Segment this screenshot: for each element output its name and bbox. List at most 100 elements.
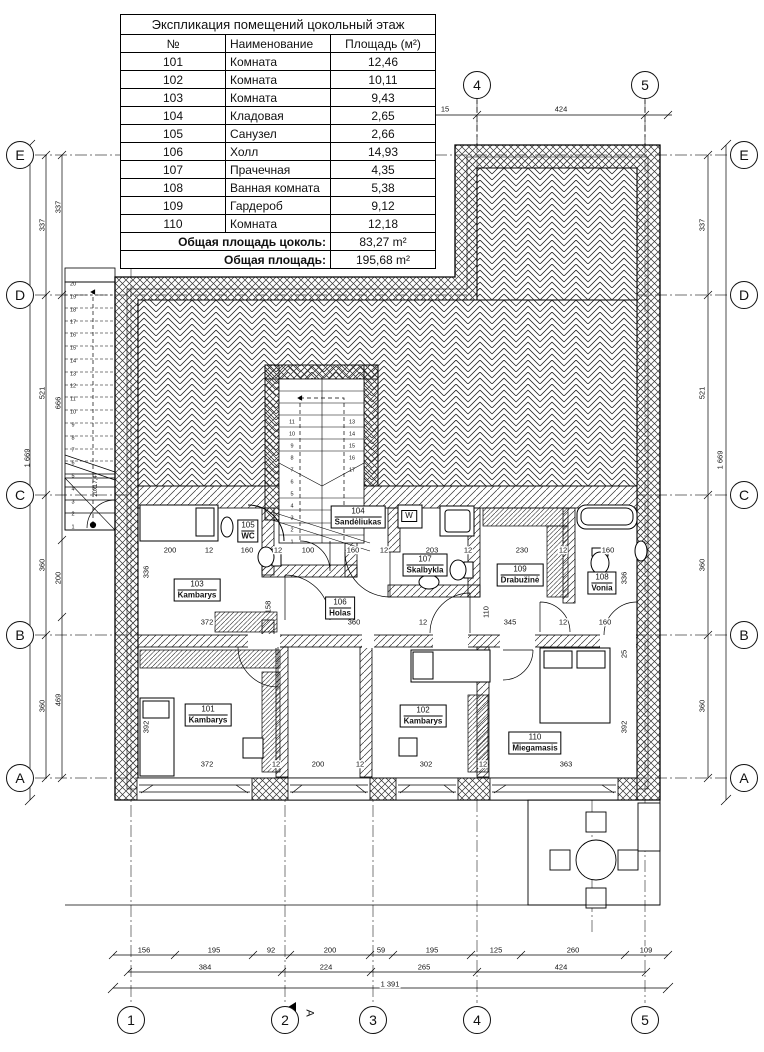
stair-step-interior_left: 7 xyxy=(290,467,294,474)
axis-marker-right-E: E xyxy=(730,141,758,169)
room-name: Санузел xyxy=(225,124,331,143)
stair-step-interior_left: 9 xyxy=(290,443,294,450)
table-row: 107 Прачечная 4,35 xyxy=(120,160,436,179)
dimension-label: 12 xyxy=(354,759,366,769)
dimension-label: 1 391 xyxy=(379,979,401,989)
axis-marker-bottom-1: 1 xyxy=(117,1006,145,1034)
axis-marker-right-A: A xyxy=(730,764,758,792)
dimension-label: 345 xyxy=(502,617,518,627)
dimension-label: 392 xyxy=(619,720,629,734)
room-label-number: 108 xyxy=(591,573,613,584)
wardrobes xyxy=(139,507,569,773)
axis-marker-left-B: B xyxy=(6,621,34,649)
dimension-label: 25 xyxy=(619,649,629,659)
table-row: 108 Ванная комната 5,38 xyxy=(120,178,436,197)
stair-step-exterior: 15 xyxy=(69,345,77,352)
room-name: Холл xyxy=(225,142,331,161)
dimension-label: 302 xyxy=(418,759,434,769)
dimension-label: 12 xyxy=(417,617,429,627)
dimension-label: 12 xyxy=(557,617,569,627)
axis-marker-bottom-2: 2 xyxy=(271,1006,299,1034)
table-row: 103 Комната 9,43 xyxy=(120,88,436,107)
table-footer-row: Общая площадь цоколь: 83,27 m² xyxy=(120,232,436,251)
dimension-label: 392 xyxy=(141,720,151,734)
room-label-109: 109 Drabužinė xyxy=(496,563,544,587)
room-area: 12,46 xyxy=(330,52,436,71)
door-openings xyxy=(248,634,636,648)
room-name: Ванная комната xyxy=(225,178,331,197)
stair-step-exterior: 6 xyxy=(71,460,75,467)
dimension-label: 12 xyxy=(477,759,489,769)
table-row: 102 Комната 10,11 xyxy=(120,70,436,89)
room-label-number: 110 xyxy=(512,733,558,744)
stair-step-exterior: 7 xyxy=(71,447,75,454)
room-name: Комната xyxy=(225,214,331,233)
room-number: 108 xyxy=(120,178,226,197)
col-header-number: № xyxy=(120,34,226,53)
room-area: 4,35 xyxy=(330,160,436,179)
total-value: 83,27 m² xyxy=(330,232,436,251)
dimension-label: 265 xyxy=(416,962,432,972)
dimension-label: 424 xyxy=(553,962,569,972)
room-label-number: 102 xyxy=(403,706,443,717)
dimension-label: 360 xyxy=(346,617,362,627)
axis-marker-top-4: 4 xyxy=(463,71,491,99)
axis-marker-left-E: E xyxy=(6,141,34,169)
room-area: 2,66 xyxy=(330,124,436,143)
room-label-101: 101 Kambarys xyxy=(184,703,232,727)
dimension-label: 337 xyxy=(697,218,707,232)
stair-step-interior_left: 8 xyxy=(290,455,294,462)
room-label-105: 105 WC xyxy=(237,519,259,543)
dimension-label: 160 xyxy=(345,545,361,555)
section-marker-label: A xyxy=(303,1009,316,1017)
stair-step-exterior: 10 xyxy=(69,409,77,416)
dimension-label: 337 xyxy=(37,218,47,232)
herringbone-area xyxy=(137,167,638,487)
dimension-label: 160 xyxy=(597,617,613,627)
room-label-number: 101 xyxy=(188,705,228,716)
stair-step-interior_left: 6 xyxy=(290,479,294,486)
dimension-label: 363 xyxy=(558,759,574,769)
room-label-name: Drabužinė xyxy=(500,575,540,585)
stair-step-exterior: 16 xyxy=(69,332,77,339)
room-number: 107 xyxy=(120,160,226,179)
room-label-name: WC xyxy=(241,531,255,541)
axis-marker-left-D: D xyxy=(6,281,34,309)
room-label-108: 108 Vonia xyxy=(587,571,617,595)
table-row: 106 Холл 14,93 xyxy=(120,142,436,161)
dimension-label: 195 xyxy=(424,945,440,955)
stair-step-exterior: 3 xyxy=(71,498,75,505)
washing-machine-label: W xyxy=(401,510,417,522)
table-row: 101 Комната 12,46 xyxy=(120,52,436,71)
room-area: 2,65 xyxy=(330,106,436,125)
dimension-label: 1 669 xyxy=(715,450,725,470)
stair-step-interior_right: 13 xyxy=(348,419,356,426)
stair-step-exterior: 5 xyxy=(71,473,75,480)
stair-step-interior_left: 3 xyxy=(290,515,294,522)
stair-step-interior_left: 5 xyxy=(290,491,294,498)
room-area: 14,93 xyxy=(330,142,436,161)
dimension-label: 12 xyxy=(203,545,215,555)
dimension-label: 200 xyxy=(53,571,63,585)
dimension-label: 469 xyxy=(53,693,63,707)
room-label-name: Skalbykla xyxy=(406,565,444,575)
stair-step-exterior: 2 xyxy=(71,511,75,518)
stair-step-interior_left: 1 xyxy=(290,539,294,546)
dimension-label: 110 xyxy=(481,606,491,618)
stair-step-interior_right: 14 xyxy=(348,431,356,438)
col-header-area: Площадь (м²) xyxy=(330,34,436,53)
stair-step-exterior: 20 xyxy=(69,281,77,288)
room-area: 12,18 xyxy=(330,214,436,233)
stair-step-interior_left: 10 xyxy=(288,431,296,438)
room-number: 104 xyxy=(120,106,226,125)
axis-marker-left-C: C xyxy=(6,481,34,509)
dimension-label: 200 xyxy=(322,945,338,955)
stair-step-interior_right: 16 xyxy=(348,455,356,462)
room-label-number: 105 xyxy=(241,520,255,532)
dimension-label: 360 xyxy=(37,699,47,713)
table-footer-row: Общая площадь: 195,68 m² xyxy=(120,250,436,269)
dimension-label: 160 xyxy=(600,545,616,555)
